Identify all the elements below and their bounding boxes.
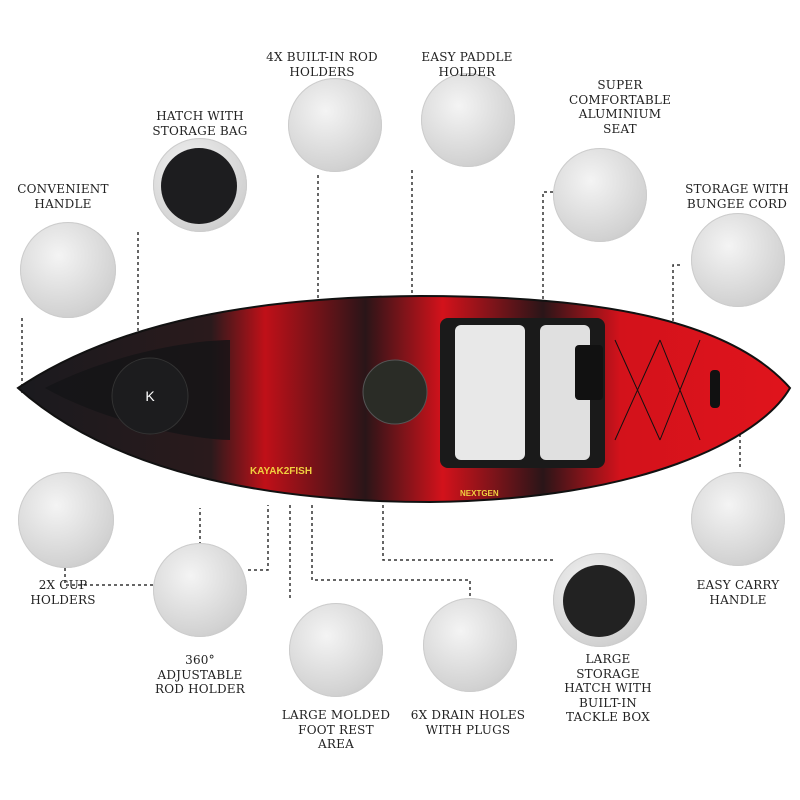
front-hatch bbox=[111, 357, 189, 435]
drain-holes-image bbox=[423, 598, 517, 692]
hatch-storage-bag-image bbox=[153, 138, 247, 232]
cup-holders-image bbox=[18, 472, 114, 568]
leader-line-drain bbox=[311, 505, 471, 600]
leader-line-rod-holder-360 bbox=[248, 505, 269, 571]
storage-hatch-image bbox=[553, 553, 647, 647]
carry-handle-rear bbox=[710, 370, 720, 408]
seat-strap bbox=[575, 345, 603, 400]
model-text: NEXTGEN bbox=[460, 489, 499, 498]
convenient-handle-image bbox=[20, 222, 116, 318]
bungee-cord bbox=[614, 339, 701, 441]
leader-line-cup bbox=[64, 508, 201, 586]
seat-image bbox=[553, 148, 647, 242]
carry-handle-image bbox=[691, 472, 785, 566]
seat-bottom bbox=[455, 325, 525, 460]
leader-line-storage-hatch bbox=[382, 505, 555, 561]
paddle-holder-image bbox=[421, 73, 515, 167]
hatch-logo: K bbox=[145, 388, 155, 404]
leader-line-bungee bbox=[672, 264, 680, 322]
center-hatch bbox=[362, 359, 428, 425]
brand-text: KAYAK2FISH bbox=[250, 466, 312, 477]
adjustable-rod-holder-image bbox=[153, 543, 247, 637]
bungee-storage-image bbox=[691, 213, 785, 307]
foot-rest-image bbox=[289, 603, 383, 697]
rod-holders-image bbox=[288, 78, 382, 172]
